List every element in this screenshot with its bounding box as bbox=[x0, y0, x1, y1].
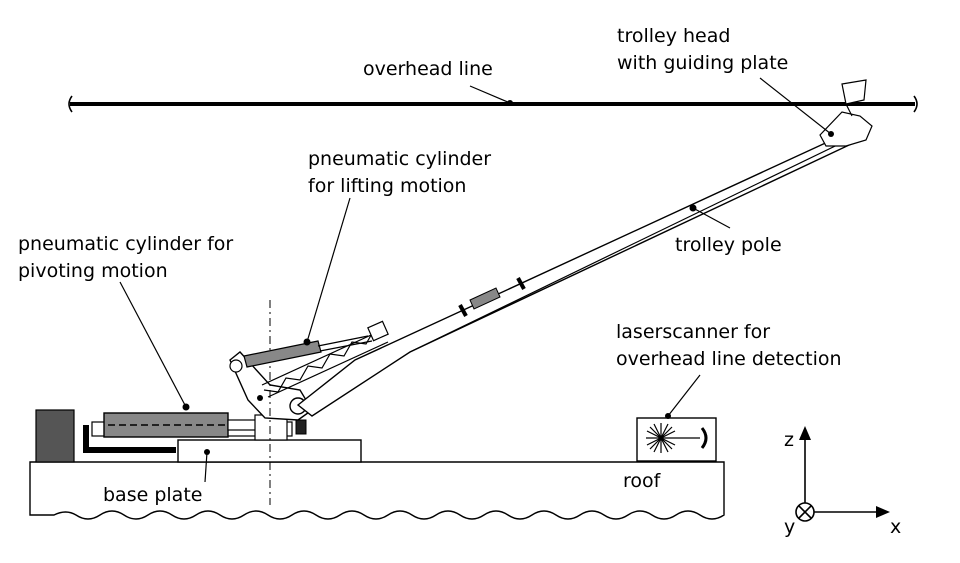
label-base-plate: base plate bbox=[103, 484, 202, 506]
label-trolley-pole: trolley pole bbox=[675, 234, 782, 256]
pivoting-cylinder bbox=[83, 412, 307, 453]
axis-z-label: z bbox=[784, 429, 794, 451]
label-trolley-head-sub: with guiding plate bbox=[617, 52, 788, 74]
laserscanner bbox=[636, 417, 717, 462]
label-lifting-cylinder-sub: for lifting motion bbox=[308, 175, 466, 197]
label-laserscanner: laserscanner for bbox=[616, 321, 770, 343]
label-laserscanner-sub: overhead line detection bbox=[616, 348, 842, 370]
coordinate-axes bbox=[795, 426, 890, 522]
axis-x-label: x bbox=[890, 516, 901, 538]
label-pivoting-cylinder-sub: pivoting motion bbox=[18, 260, 168, 282]
trolley-head bbox=[819, 79, 873, 147]
lattice-spring bbox=[261, 320, 389, 398]
label-lifting-cylinder: pneumatic cylinder bbox=[308, 148, 491, 170]
label-trolley-head: trolley head bbox=[617, 25, 730, 47]
overhead-line bbox=[68, 95, 918, 113]
axis-y-label: y bbox=[784, 516, 795, 538]
actuator-block bbox=[35, 409, 75, 463]
roof bbox=[29, 461, 725, 520]
trolley-pole bbox=[296, 127, 865, 417]
label-overhead-line: overhead line bbox=[363, 58, 493, 80]
label-roof: roof bbox=[623, 470, 662, 492]
label-pivoting-cylinder: pneumatic cylinder for bbox=[18, 233, 233, 255]
leader-lines bbox=[119, 77, 832, 483]
